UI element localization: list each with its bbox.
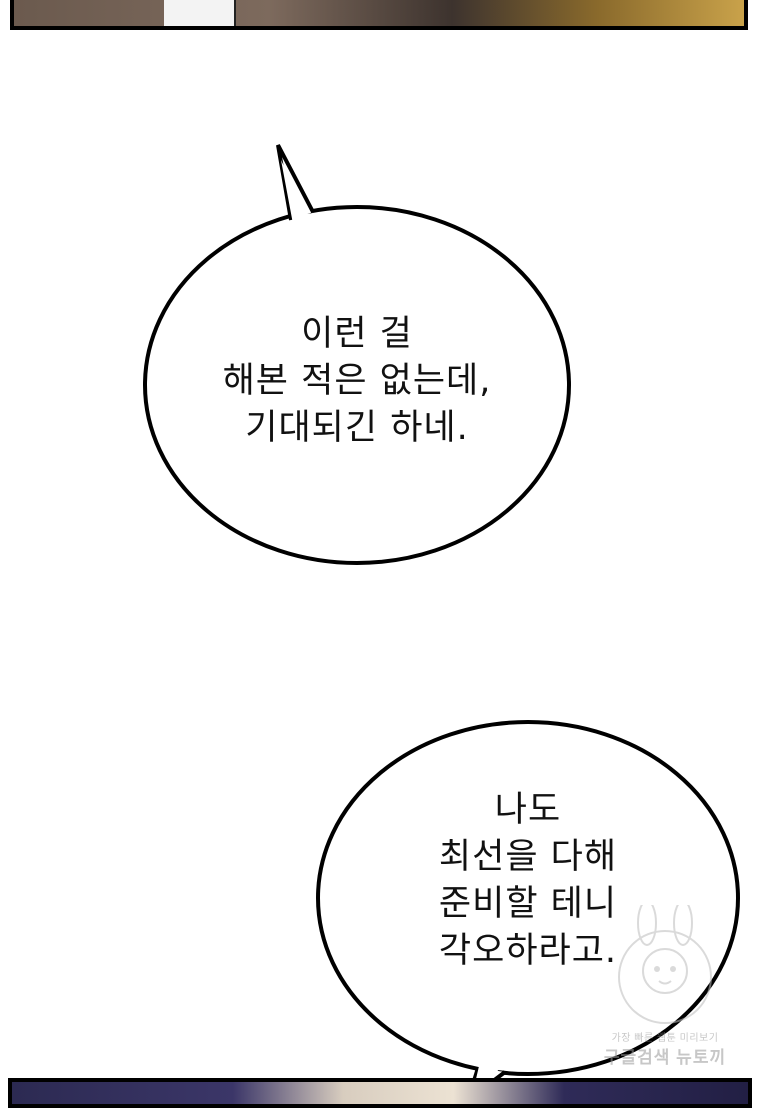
speech-bubble-2-body bbox=[316, 720, 740, 1076]
speech-bubble-2-text: 나도 최선을 다해 준비할 테니 각오하라고. bbox=[388, 787, 668, 975]
watermark-tagline: 가장 빠른 웹툰 미리보기 bbox=[611, 1033, 719, 1044]
dialogue-line: 이런 걸 bbox=[301, 314, 413, 354]
watermark: 가장 빠른 웹툰 미리보기 구글검색 뉴토끼 bbox=[585, 900, 745, 1075]
top-panel-edge bbox=[10, 0, 748, 30]
dialogue-line: 기대되긴 하네. bbox=[245, 408, 469, 448]
dialogue-line: 준비할 테니 bbox=[438, 884, 618, 924]
dialogue-line: 해본 적은 없는데, bbox=[222, 361, 492, 401]
watermark-brand: 구글검색 뉴토끼 bbox=[603, 1048, 727, 1067]
bunny-mascot-icon bbox=[618, 900, 712, 1024]
bottom-panel-edge bbox=[8, 1078, 752, 1108]
dialogue-line: 각오하라고. bbox=[438, 931, 618, 971]
dialogue-line: 최선을 다해 bbox=[438, 837, 618, 877]
speech-bubble-1-body bbox=[143, 205, 571, 565]
speech-bubble-1-text: 이런 걸 해본 적은 없는데, 기대되긴 하네. bbox=[197, 311, 517, 452]
speech-bubble-1-tail bbox=[276, 144, 315, 221]
dialogue-line: 나도 bbox=[494, 790, 562, 830]
top-panel-figure bbox=[164, 0, 236, 26]
